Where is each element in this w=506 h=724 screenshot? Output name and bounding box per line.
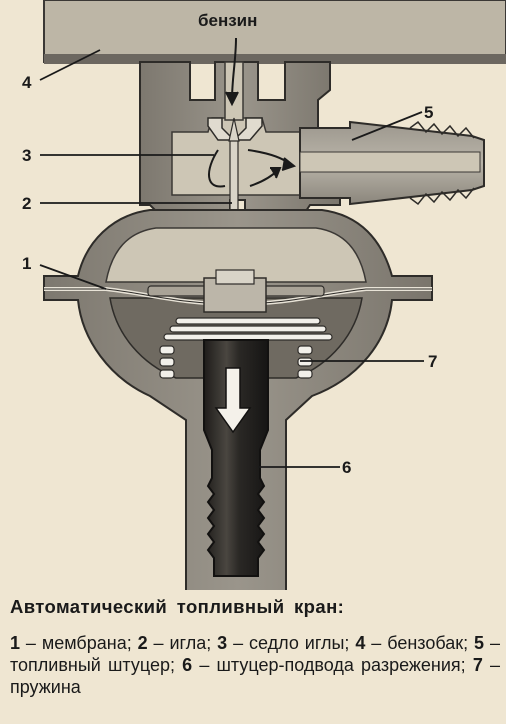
- spring: [159, 317, 333, 379]
- fuel-outlet-fitting: [299, 120, 485, 206]
- callout-4: 4: [22, 73, 32, 92]
- legend-text: – седло иглы;: [227, 633, 356, 653]
- legend-item: 1 – мембрана;: [10, 633, 138, 653]
- legend-text: – игла;: [147, 633, 218, 653]
- legend-number: 6: [182, 655, 193, 675]
- legend-text: – мембрана;: [20, 633, 138, 653]
- legend-number: 5: [474, 633, 485, 653]
- legend-text: – штуцер-подвода разрежения;: [192, 655, 473, 675]
- legend-number: 4: [355, 633, 366, 653]
- callout-leaders: [39, 49, 424, 468]
- vacuum-hose-fitting: [203, 339, 269, 577]
- legend-text: – пружина: [10, 655, 500, 697]
- legend-number: 7: [472, 655, 483, 675]
- diaphragm: [44, 269, 432, 313]
- fuel-label: бензин: [198, 11, 257, 30]
- legend-text: – бензобак;: [365, 633, 475, 653]
- callout-2: 2: [22, 194, 31, 213]
- legend-item: 2 – игла;: [138, 633, 218, 653]
- fuel-valve-diagram: бензин 4 5 3 2 1 7 6: [22, 0, 506, 590]
- callout-6: 6: [342, 458, 351, 477]
- legend-item: 5 – топливный штуцер;: [10, 633, 500, 675]
- caption: Автоматический топливный кран: 1 – мембр…: [10, 596, 500, 698]
- legend-text: – топливный штуцер;: [10, 633, 500, 675]
- fuel-flow-arrows: [207, 37, 297, 188]
- legend-item: 4 – бензобак;: [355, 633, 474, 653]
- legend-number: 1: [10, 633, 21, 653]
- callout-1: 1: [22, 254, 31, 273]
- legend-item: 6 – штуцер-подвода разрежения;: [182, 655, 473, 675]
- caption-title: Автоматический топливный кран:: [10, 596, 345, 617]
- legend-number: 3: [217, 633, 228, 653]
- legend-number: 2: [137, 633, 148, 653]
- fuel-tank: [43, 0, 506, 64]
- valve-upper-body: [139, 61, 341, 221]
- caption-legend: 1 – мембрана; 2 – игла; 3 – седло иглы; …: [10, 632, 500, 698]
- legend-item: 7 – пружина: [10, 655, 500, 697]
- needle-seat: [207, 117, 263, 141]
- callout-3: 3: [22, 146, 31, 165]
- callout-7: 7: [428, 352, 437, 371]
- legend-item: 3 – седло иглы;: [217, 633, 355, 653]
- callout-5: 5: [424, 103, 433, 122]
